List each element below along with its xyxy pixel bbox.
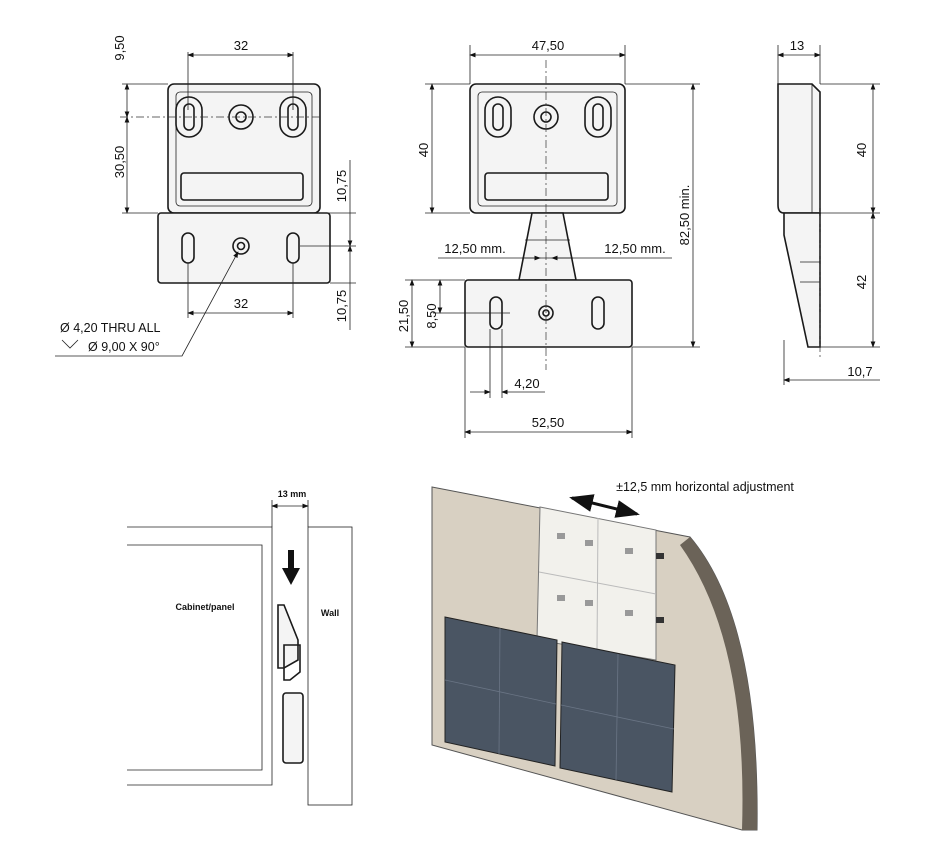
dim-depth: 13 [790, 38, 804, 53]
side-view-dimensions: 13 40 42 10,7 [777, 38, 880, 385]
left-view-dimensions: 32 9,50 30,50 10,75 10,75 32 Ø 4,20 THRU… [55, 35, 356, 357]
hole-callout-line2: Ø 9,00 X 90° [88, 340, 160, 354]
dim-top-offset: 9,50 [112, 35, 127, 60]
installation-3d: ±12,5 mm horizontal adjustment [431, 480, 794, 831]
mounting-frame [536, 506, 657, 661]
dim-slot-width: 4,20 [514, 376, 539, 391]
wall-bracket [277, 604, 299, 669]
dim-height: 30,50 [112, 146, 127, 179]
dim-plate-width: 52,50 [532, 415, 565, 430]
down-arrow-icon [282, 550, 300, 585]
dim-slot-offset: 8,50 [424, 303, 439, 328]
wall-label: Wall [321, 608, 339, 618]
dim-plate-lower: 10,75 [334, 290, 349, 323]
panel-left [444, 616, 558, 767]
dim-height: 40 [416, 143, 431, 157]
dim-plate-upper: 10,75 [334, 170, 349, 203]
dim-upper-height: 40 [854, 143, 869, 157]
cabinet-bracket [282, 692, 304, 764]
gap-label: 13 mm [278, 489, 307, 499]
front-view-dimensions: 47,50 40 82,50 min. 12,50 mm. 12,50 mm. … [396, 38, 700, 438]
wall [307, 526, 353, 806]
front-view-bracket [464, 60, 633, 370]
cabinet-label: Cabinet/panel [175, 602, 234, 612]
dim-plate-height: 21,50 [396, 300, 411, 333]
dim-top-spacing: 32 [234, 38, 248, 53]
countersink-icon [61, 339, 79, 349]
side-view-bracket [777, 83, 821, 360]
hole-callout-line1: Ø 4,20 THRU ALL [60, 321, 161, 335]
dim-adjust-left: 12,50 mm. [444, 241, 505, 256]
adjustment-arrow-icon [569, 494, 640, 518]
label-window [180, 172, 304, 201]
brackets [557, 533, 664, 623]
left-view-bracket [120, 83, 331, 284]
dim-adjust-right: 12,50 mm. [604, 241, 665, 256]
dim-lower-height: 42 [854, 275, 869, 289]
dim-lower-depth: 10,7 [847, 364, 872, 379]
adjustment-label: ±12,5 mm horizontal adjustment [616, 480, 794, 494]
dim-bottom-spacing: 32 [234, 296, 248, 311]
adjuster-neck [518, 212, 577, 281]
dim-total: 82,50 min. [677, 185, 692, 246]
dim-width: 47,50 [532, 38, 565, 53]
cabinet-panel [127, 526, 273, 786]
installation-section: 13 mm Cabinet/panel Wall [127, 489, 353, 806]
